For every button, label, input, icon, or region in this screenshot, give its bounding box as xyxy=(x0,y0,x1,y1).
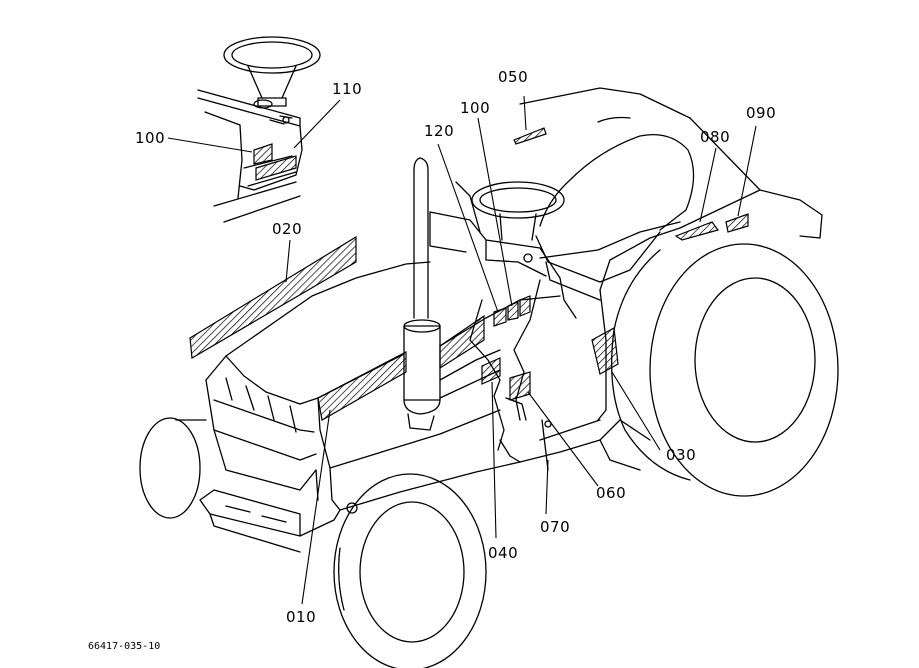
decal-100-inset xyxy=(253,143,273,165)
decal-010-b xyxy=(439,314,485,370)
callout-110: 110 xyxy=(332,80,363,98)
callout-100-main: 100 xyxy=(460,99,491,117)
callout-120: 120 xyxy=(424,122,455,140)
callout-050: 050 xyxy=(498,68,529,86)
callout-090: 090 xyxy=(746,104,777,122)
callout-100-inset: 100 xyxy=(135,129,166,147)
decal-040 xyxy=(481,357,501,385)
decal-100-b xyxy=(519,295,531,317)
decal-090 xyxy=(725,213,749,233)
callout-060: 060 xyxy=(596,484,627,502)
leader-lines xyxy=(167,95,757,605)
callout-020: 020 xyxy=(272,220,303,238)
decal-080 xyxy=(674,221,720,241)
decal-110-inset xyxy=(255,155,297,181)
callout-070: 070 xyxy=(540,518,571,536)
decal-120 xyxy=(493,307,507,327)
callout-030: 030 xyxy=(666,446,697,464)
callout-010: 010 xyxy=(286,608,317,626)
decal-060 xyxy=(509,371,531,401)
callout-040: 040 xyxy=(488,544,519,562)
callout-080: 080 xyxy=(700,128,731,146)
decal-010 xyxy=(317,351,407,421)
decal-050 xyxy=(513,127,547,145)
tractor-body xyxy=(139,87,839,668)
decal-030 xyxy=(591,327,619,375)
drawing-reference: 66417-035-10 xyxy=(88,641,161,652)
inset-steering-detail xyxy=(197,36,321,223)
decal-100-a xyxy=(507,301,519,321)
decal-020 xyxy=(189,235,357,359)
